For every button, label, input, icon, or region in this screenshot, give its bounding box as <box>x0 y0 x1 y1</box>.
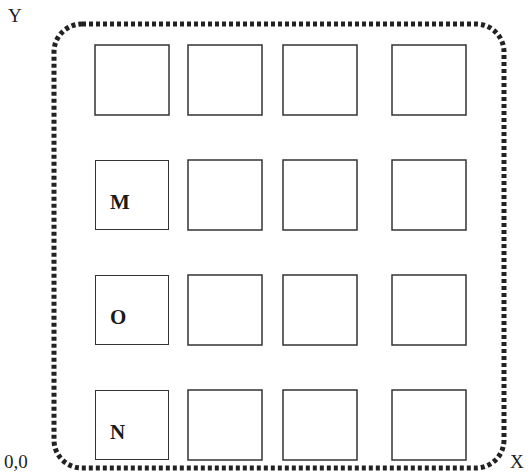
cell-letter: M <box>110 192 130 213</box>
cell-letter: O <box>110 307 126 328</box>
empty-cell <box>283 160 357 230</box>
grid-cell: O <box>95 275 169 345</box>
empty-cell <box>283 390 357 460</box>
cell-letter: N <box>110 422 125 443</box>
empty-cell <box>188 45 262 115</box>
empty-cell <box>283 45 357 115</box>
axis-label: Y <box>8 6 22 25</box>
empty-cell <box>188 160 262 230</box>
empty-cell <box>188 390 262 460</box>
empty-cell <box>95 45 169 115</box>
empty-cell <box>392 390 466 460</box>
empty-cell <box>392 160 466 230</box>
empty-cells <box>95 45 466 460</box>
empty-cell <box>392 275 466 345</box>
axis-label: 0,0 <box>4 452 28 471</box>
axis-label: X <box>510 452 524 471</box>
grid-cell: N <box>95 390 169 460</box>
empty-cell <box>392 45 466 115</box>
empty-cell <box>188 275 262 345</box>
dotted-boundary <box>54 24 504 468</box>
grid-cell: M <box>95 160 169 230</box>
empty-cell <box>283 275 357 345</box>
